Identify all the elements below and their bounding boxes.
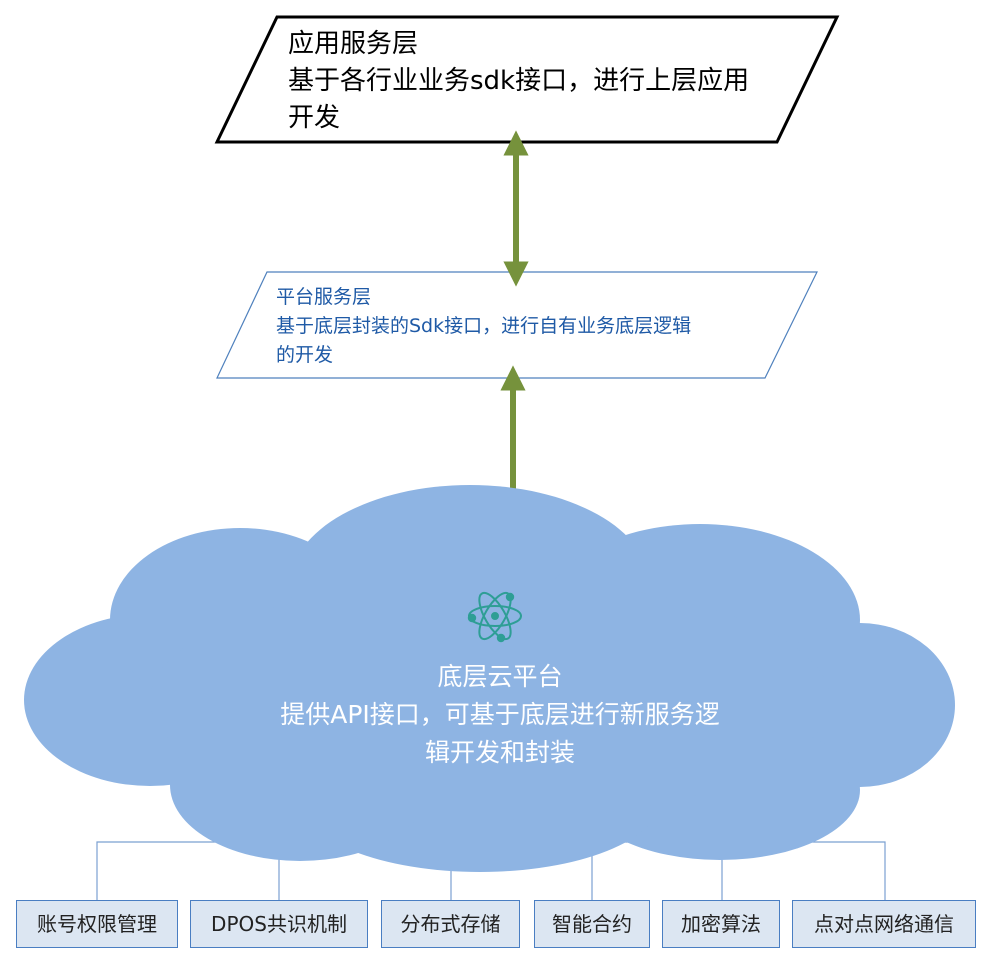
cloud-layer-text: 底层云平台 提供API接口，可基于底层进行新服务逻 辑开发和封装 — [230, 658, 770, 772]
app-layer-desc-line2: 开发 — [288, 103, 341, 133]
module-dpos-consensus: DPOS共识机制 — [190, 900, 368, 948]
module-p2p-network: 点对点网络通信 — [792, 900, 976, 948]
module-smart-contract: 智能合约 — [534, 900, 650, 948]
cloud-shape — [24, 485, 955, 872]
atom-icon — [467, 591, 522, 643]
platform-layer-desc-line2: 的开发 — [276, 344, 334, 366]
app-layer-shape — [214, 15, 840, 144]
app-layer-text: 应用服务层 基于各行业业务sdk接口，进行上层应用 开发 — [288, 26, 808, 137]
platform-layer-text: 平台服务层 基于底层封装的Sdk接口，进行自有业务底层逻辑 的开发 — [276, 283, 796, 370]
module-encryption-algorithm: 加密算法 — [662, 900, 780, 948]
platform-layer-shape — [216, 271, 818, 379]
platform-layer-title: 平台服务层 — [276, 286, 372, 308]
module-account-permission: 账号权限管理 — [16, 900, 178, 948]
platform-layer-desc-line1: 基于底层封装的Sdk接口，进行自有业务底层逻辑 — [276, 315, 692, 337]
cloud-layer-desc-line2: 辑开发和封装 — [424, 738, 575, 767]
cloud-layer-desc-line1: 提供API接口，可基于底层进行新服务逻 — [280, 700, 720, 729]
cloud-layer-title: 底层云平台 — [437, 662, 563, 691]
module-distributed-storage: 分布式存储 — [381, 900, 520, 948]
app-layer-desc-line1: 基于各行业业务sdk接口，进行上层应用 — [288, 66, 750, 96]
app-layer-title: 应用服务层 — [288, 29, 419, 59]
